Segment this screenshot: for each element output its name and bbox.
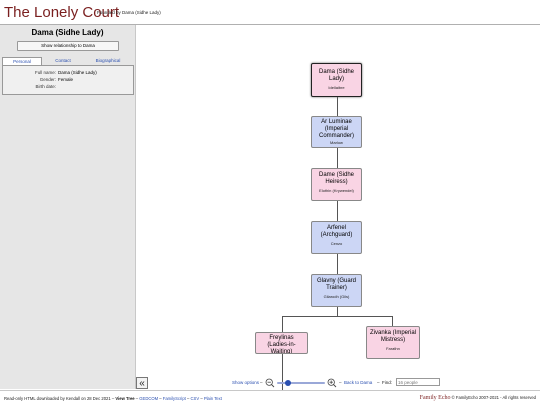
family-tree-canvas[interactable]: Dama (Sidhe Lady) Idellaibre Ar Luminae … — [136, 25, 540, 390]
familyscript-link[interactable]: FamilyScript — [162, 396, 186, 401]
person-node-arfenel[interactable]: Arfenel (Archguard) Cenzo — [311, 221, 362, 254]
zoom-in-icon[interactable] — [327, 378, 337, 388]
node-name: Glavny (Guard Trainer) — [316, 278, 356, 291]
node-name: Zivanka (Imperial Mistress) — [369, 330, 416, 343]
person-node-zivanka[interactable]: Zivanka (Imperial Mistress) Farathn — [366, 326, 420, 359]
tree-connector — [282, 316, 283, 332]
node-subtitle: Farathn — [386, 346, 400, 351]
footer-left: Read-only HTML downloaded by Kendall on … — [4, 396, 222, 401]
tree-connector — [392, 316, 393, 326]
field-value: Dama (Sidhe Lady) — [58, 70, 97, 75]
plain-text-link[interactable]: Plain Text — [203, 396, 222, 401]
tab-personal[interactable]: Personal — [2, 57, 42, 65]
node-name: Ar Luminae (Imperial Commander) — [318, 119, 354, 139]
find-input[interactable] — [396, 378, 440, 386]
tree-connector — [337, 200, 338, 221]
field-birth-date: Birth date: — [3, 84, 133, 90]
collapse-panel-button[interactable]: « — [136, 377, 148, 389]
node-subtitle: Elothin (Krywendel) — [319, 188, 354, 193]
node-subtitle: Idellaibre — [328, 85, 345, 90]
node-name: Freylinas (Ladies-in-Waiting) — [267, 335, 296, 354]
separator: – — [377, 380, 380, 385]
field-label: Full name: — [34, 70, 56, 75]
family-echo-logo[interactable]: Family Echo — [419, 395, 451, 401]
zoom-slider-handle[interactable] — [285, 380, 291, 386]
person-detail-panel: Dama (Sidhe Lady) Show relationship to D… — [0, 25, 136, 389]
person-node-freylinas[interactable]: Freylinas (Ladies-in-Waiting) — [255, 332, 308, 354]
zoom-out-icon[interactable] — [265, 378, 275, 388]
copyright-text: © FamilyEcho 2007-2021 - All rights rese… — [451, 395, 536, 400]
node-name: Dama (Sidhe Lady) — [318, 69, 354, 82]
double-chevron-left-icon: « — [139, 378, 145, 389]
tree-connector — [337, 96, 338, 117]
person-node-glavny[interactable]: Glavny (Guard Trainer) Gilarodh (Gils) — [311, 274, 362, 307]
field-label: Gender: — [39, 77, 56, 82]
field-label: Birth date: — [35, 84, 56, 89]
node-subtitle: Marlow — [330, 140, 343, 145]
separator: – — [339, 380, 342, 385]
detail-tabs: Personal Contact Biographical — [2, 57, 132, 65]
site-title[interactable]: The Lonely Court — [4, 4, 120, 21]
show-options-link[interactable]: Show options — [232, 380, 260, 385]
field-gender: Gender: Female — [3, 77, 133, 83]
tab-contact[interactable]: Contact — [55, 58, 71, 63]
page-header: The Lonely Court Founded by Dama (Sidhe … — [0, 0, 540, 25]
field-value: Female — [58, 77, 74, 82]
node-subtitle: Gilarodh (Gils) — [323, 294, 350, 299]
zoom-slider-track[interactable] — [277, 382, 325, 384]
tab-biographical[interactable]: Biographical — [95, 58, 121, 63]
separator: – — [260, 380, 263, 385]
find-label: Find: — [382, 380, 393, 385]
tree-connector — [282, 350, 283, 390]
view-tree-label: View Tree — [115, 396, 135, 401]
node-name: Arfenel (Archguard) — [320, 225, 353, 238]
page-footer: Read-only HTML downloaded by Kendall on … — [0, 390, 540, 406]
gedcom-link[interactable]: GEDCOM — [139, 396, 159, 401]
person-node-dama-sidhe-lady[interactable]: Dama (Sidhe Lady) Idellaibre — [311, 63, 362, 97]
node-name: Dame (Sidhe Heiress) — [318, 172, 354, 185]
field-full-name: Full name: Dama (Sidhe Lady) — [3, 70, 133, 76]
person-node-ar-luminae[interactable]: Ar Luminae (Imperial Commander) Marlow — [311, 116, 362, 148]
footer-right: Family Echo © FamilyEcho 2007-2021 - All… — [420, 395, 536, 401]
tree-connector — [337, 147, 338, 168]
show-relationship-button[interactable]: Show relationship to Dama — [17, 41, 119, 51]
person-node-dame-sidhe-heiress[interactable]: Dame (Sidhe Heiress) Elothin (Krywendel) — [311, 168, 362, 201]
tree-connector — [337, 253, 338, 275]
site-subtitle: Founded by Dama (Sidhe Lady) — [97, 10, 161, 15]
back-to-link[interactable]: Back to Dama — [344, 380, 373, 385]
tree-connector — [337, 307, 338, 316]
download-note: Read-only HTML downloaded by Kendall on … — [4, 396, 115, 401]
tree-connector — [282, 316, 392, 317]
personal-fields: Full name: Dama (Sidhe Lady) Gender: Fem… — [2, 65, 134, 95]
person-name: Dama (Sidhe Lady) — [31, 28, 104, 37]
node-subtitle: Cenzo — [330, 241, 343, 246]
csv-link[interactable]: CSV — [190, 396, 200, 401]
